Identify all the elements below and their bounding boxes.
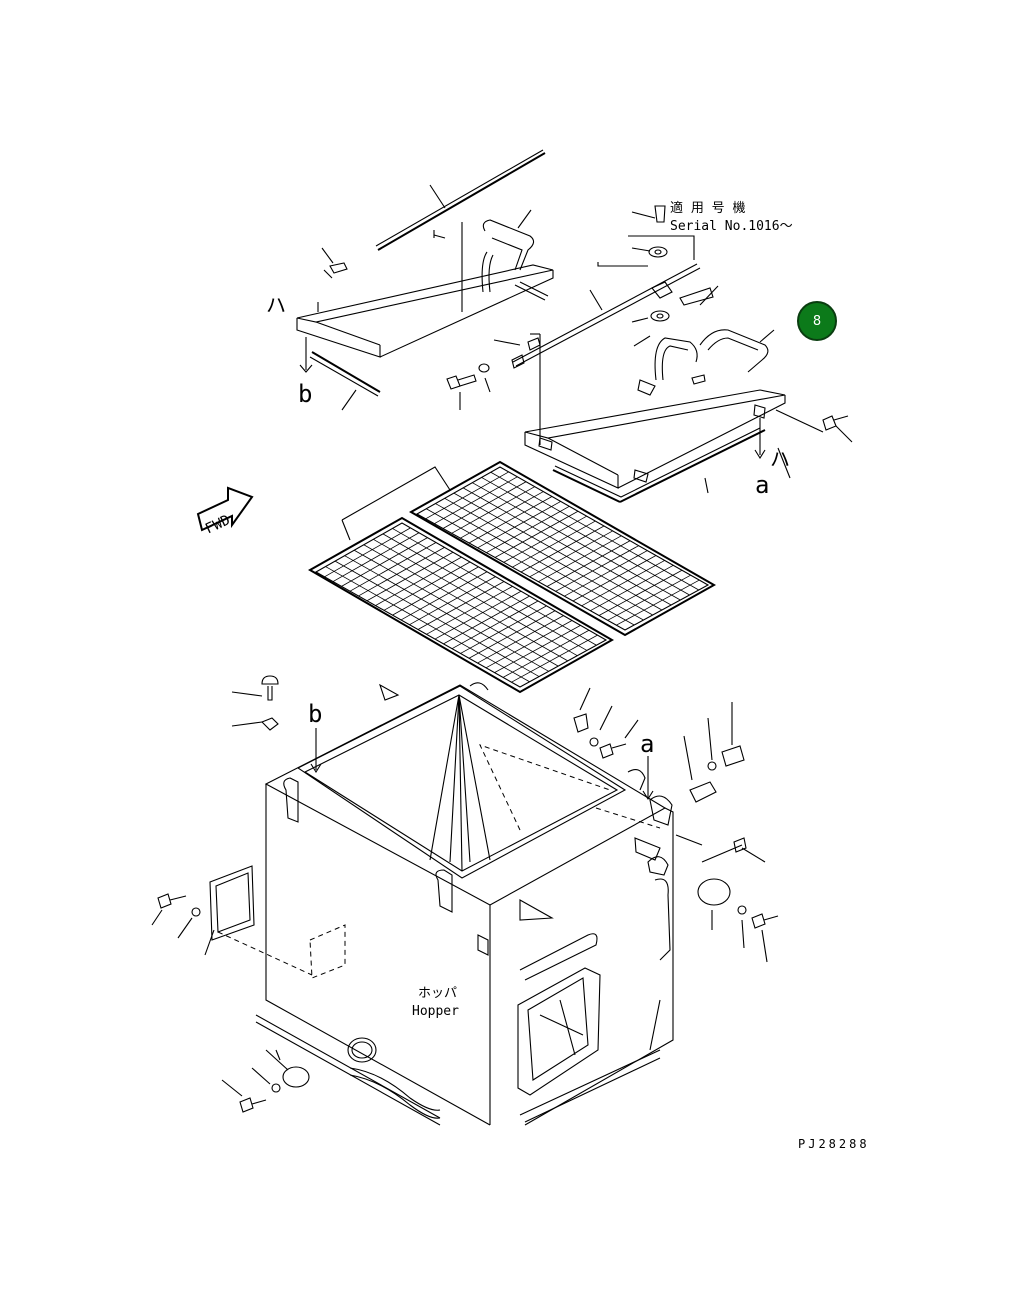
screen-leaders xyxy=(341,466,451,541)
screen-left xyxy=(307,516,615,694)
screen-right-mesh xyxy=(425,471,700,626)
ro-marker-left: ハ xyxy=(266,293,286,317)
right-cover-leaders xyxy=(459,211,824,494)
hopper-body xyxy=(209,682,731,1126)
hopper-leaders xyxy=(151,687,768,1097)
serial-number-label: Serial No.1016〜 xyxy=(670,219,793,234)
reference-a-top: a xyxy=(755,471,769,499)
rod-assembly xyxy=(511,205,714,445)
reference-a-lower: a xyxy=(640,730,654,758)
bolts-upper xyxy=(446,363,853,443)
drawing-number: PJ28288 xyxy=(798,1137,870,1151)
fwd-arrow xyxy=(196,486,254,532)
fwd-label: FWD xyxy=(203,512,233,537)
hopper-label-jp: ホッパ xyxy=(418,986,457,1001)
reference-b-lower: b xyxy=(308,700,322,728)
hopper-bolts xyxy=(157,675,779,1113)
applicable-models-label: 適 用 号 機 xyxy=(670,200,745,216)
right-cover xyxy=(524,329,786,503)
item-count-badge[interactable]: 8 xyxy=(797,301,837,341)
screen-left-mesh xyxy=(324,527,598,683)
badge-number: 8 xyxy=(812,313,822,329)
reference-b-top: b xyxy=(298,380,312,408)
left-cover xyxy=(296,149,554,397)
left-cover-leaders xyxy=(299,184,532,411)
hopper-label-en: Hopper xyxy=(412,1004,459,1019)
ro-marker-right: ハ xyxy=(770,447,790,471)
